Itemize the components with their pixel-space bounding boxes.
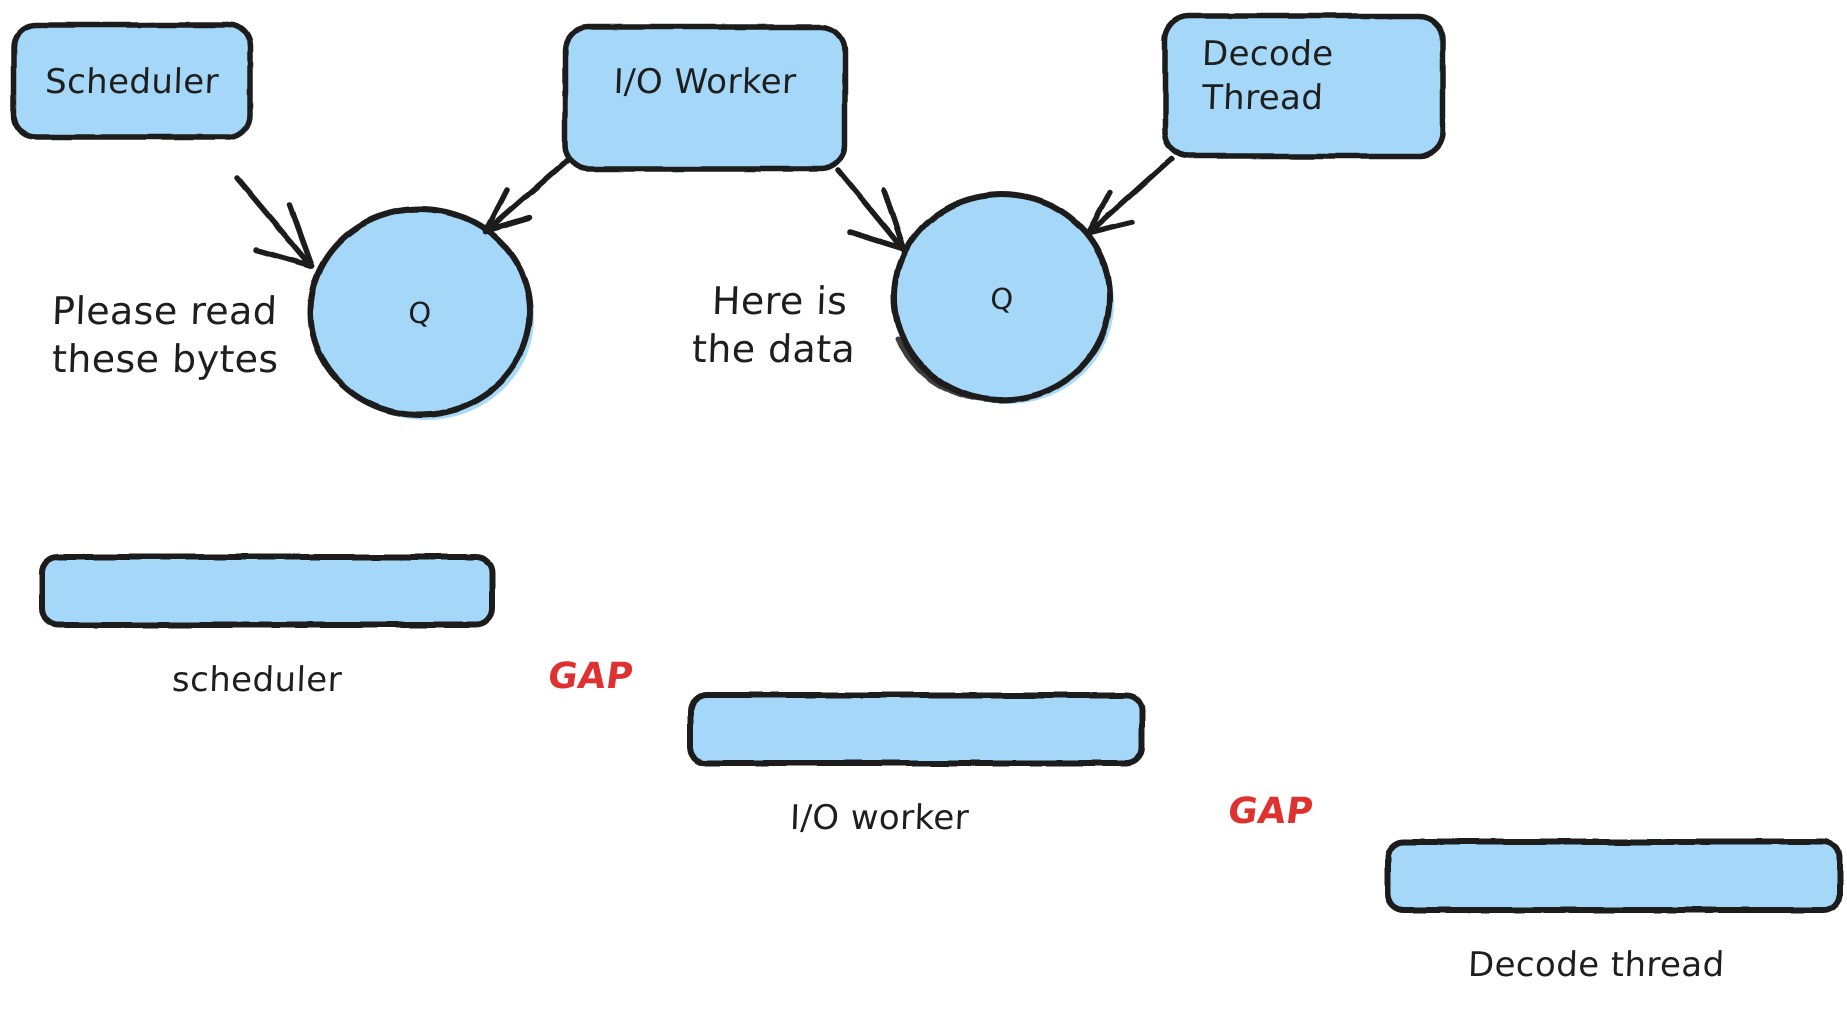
- timeline-bar-scheduler[interactable]: [39, 554, 495, 628]
- decode-thread-bar: [1385, 839, 1843, 913]
- node-scheduler[interactable]: [11, 22, 253, 140]
- annotation-here-is-data-line2: the data: [691, 327, 857, 371]
- decode-thread-box-label-line2: Thread: [1201, 78, 1325, 118]
- decode-thread-box-label-line1: Decode: [1201, 34, 1335, 74]
- io-worker-box: [562, 24, 848, 172]
- node-queue-left[interactable]: [307, 206, 534, 420]
- node-queue-right[interactable]: [891, 191, 1114, 404]
- annotation-please-read-line2: these bytes: [51, 337, 280, 381]
- scheduler-bar-label: scheduler: [171, 660, 343, 700]
- arrow-decode-thread-to-queue-right: [1085, 155, 1175, 236]
- gap-label-2: GAP: [1225, 791, 1316, 832]
- io-worker-box-label: I/O Worker: [612, 62, 798, 102]
- scheduler-box: [11, 22, 253, 140]
- decode-thread-box: [1162, 13, 1446, 159]
- annotation-here-is-data-line1: Here is: [711, 279, 849, 323]
- arrow-scheduler-to-queue-left: [234, 175, 315, 269]
- queue-right-sketch-overstroke: [895, 337, 1013, 403]
- decode-thread-bar-label: Decode thread: [1467, 945, 1726, 985]
- io-worker-bar: [687, 692, 1145, 766]
- node-decode-thread[interactable]: [1162, 13, 1446, 159]
- queue-left-label: Q: [407, 296, 433, 330]
- scheduler-box-label: Scheduler: [44, 62, 220, 102]
- gap-label-1: GAP: [545, 656, 636, 697]
- io-worker-bar-label: I/O worker: [789, 798, 970, 838]
- timeline-bar-io-worker[interactable]: [687, 692, 1145, 766]
- annotation-please-read-line1: Please read: [51, 289, 279, 333]
- scheduler-bar: [39, 554, 495, 628]
- arrow-io-worker-to-queue-left: [483, 155, 573, 234]
- arrow-io-worker-to-queue-right: [835, 167, 907, 252]
- queue-right-label: Q: [989, 282, 1015, 316]
- node-io-worker[interactable]: [562, 24, 848, 172]
- timeline-bar-decode-thread[interactable]: [1385, 839, 1843, 913]
- queue-left-sketch-overstroke: [315, 347, 433, 418]
